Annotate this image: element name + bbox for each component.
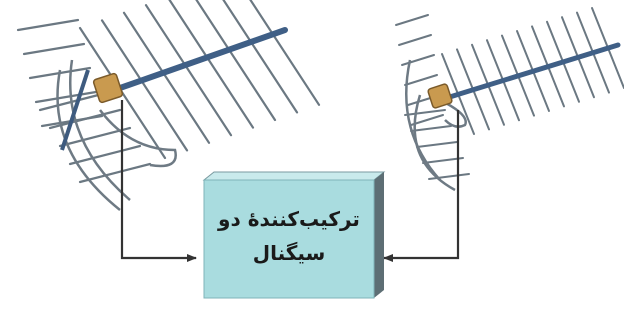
combiner-label-line2: سیگنال: [252, 241, 326, 265]
antenna-element: [222, 0, 299, 114]
antenna-element: [249, 0, 321, 106]
left-antenna-boom: [97, 27, 288, 98]
antenna-element: [34, 90, 98, 104]
antenna-element: [428, 173, 470, 180]
left-antenna-connector: [92, 72, 124, 104]
antenna-element: [395, 14, 429, 26]
antenna-element: [416, 141, 458, 148]
combiner-box-top: [202, 171, 386, 181]
antenna-element: [68, 144, 142, 166]
antenna-element: [401, 54, 435, 66]
antenna-element: [100, 19, 189, 152]
combiner-box: [202, 171, 386, 299]
antenna-element: [410, 125, 452, 132]
left-antenna: [16, 0, 321, 211]
left-antenna-mast: [60, 69, 90, 151]
left-antenna-elements: [16, 0, 321, 184]
antenna-element: [22, 42, 86, 56]
antenna-element: [404, 74, 438, 86]
right-antenna-boom: [437, 42, 621, 103]
antenna-element: [122, 11, 211, 144]
antenna-element: [16, 18, 80, 32]
combiner-label: ترکیب‌کنندهٔ دو سیگنال: [204, 180, 374, 292]
antenna-element: [144, 4, 233, 137]
antenna-element: [398, 34, 432, 46]
antenna-element: [404, 109, 446, 116]
combiner-box-side: [374, 172, 384, 298]
right-antenna-connector: [427, 83, 453, 109]
antenna-element: [410, 114, 444, 126]
combiner-box-front: [203, 179, 375, 299]
antenna-element: [422, 157, 464, 164]
right-antenna: [395, 7, 624, 192]
antenna-element: [78, 162, 152, 184]
left-cable: [120, 100, 197, 262]
right-antenna-dipole: [405, 59, 467, 192]
left-antenna-dipole: [56, 59, 177, 211]
combiner-label-line1: ترکیب‌کنندهٔ دو: [218, 207, 360, 231]
antenna-element: [168, 0, 255, 129]
antenna-element: [195, 0, 277, 122]
right-cable: [383, 110, 460, 262]
